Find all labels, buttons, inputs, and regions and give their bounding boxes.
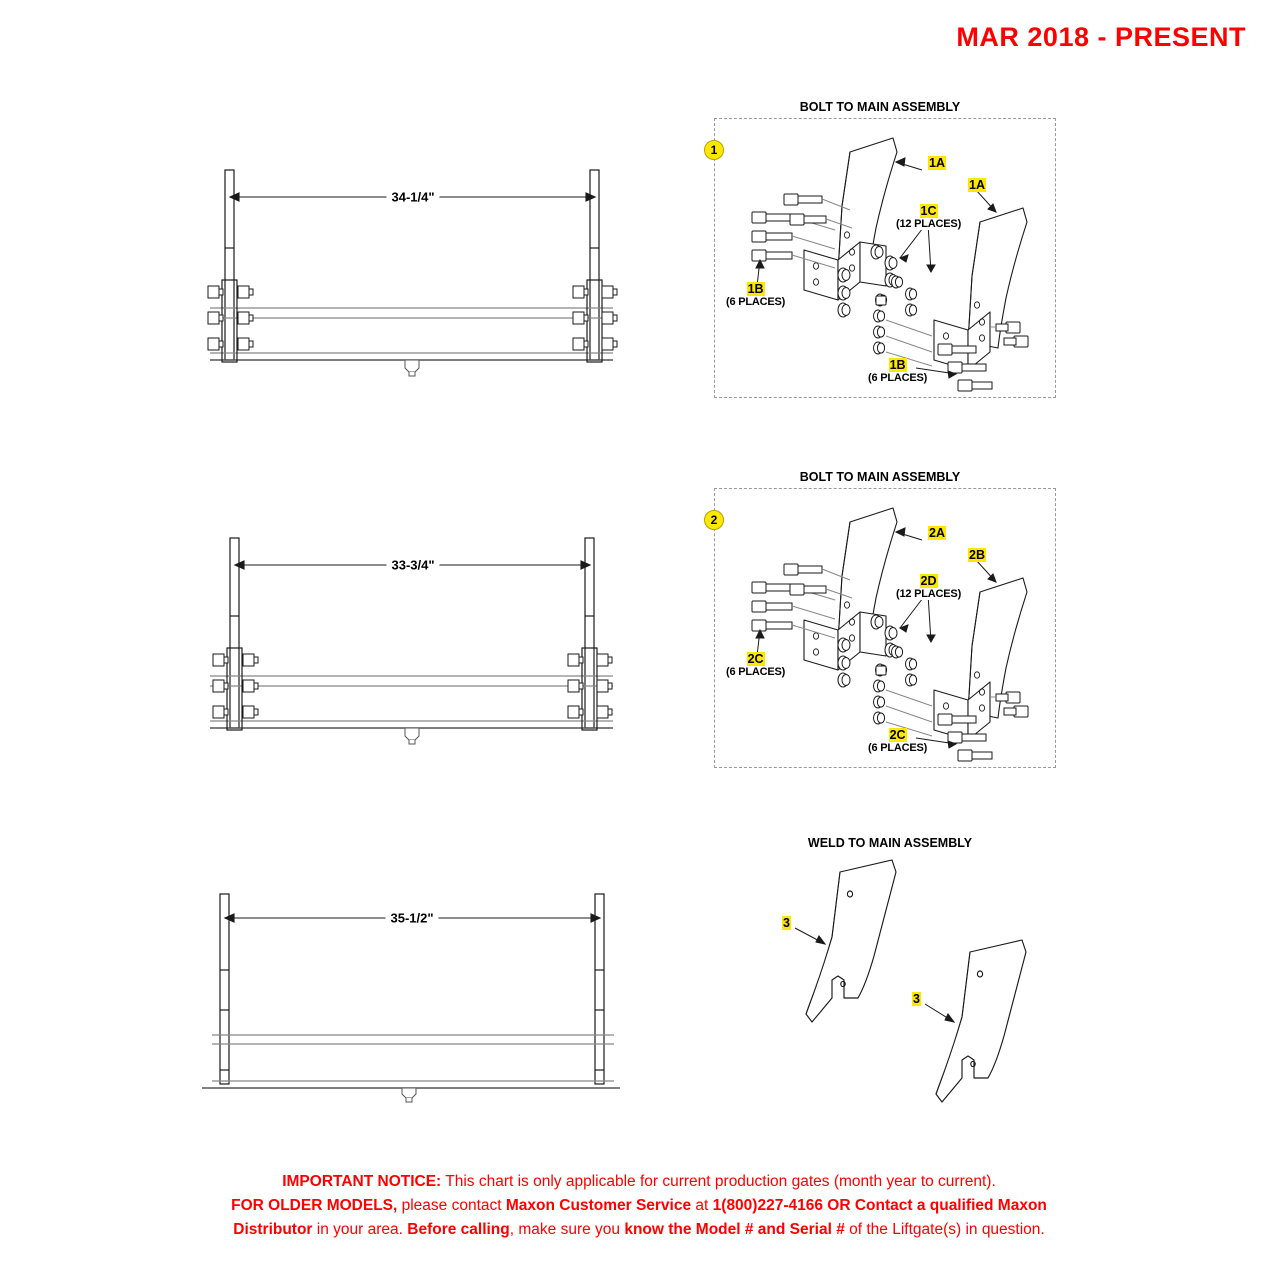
panel-border-1 — [714, 118, 1056, 398]
dimension-label-2: 33-3/4" — [386, 557, 440, 573]
bolt-pair — [212, 705, 259, 719]
notice-line2-bold3: 1(800)227-4166 OR Contact a qualified Ma… — [712, 1197, 1047, 1214]
part-label-2c-right: 2C (6 PLACES) — [868, 728, 928, 754]
callout-badge-2: 2 — [704, 510, 724, 530]
dimension-drawing-1: 34-1/4" — [205, 160, 625, 410]
gate-side-view-welded-3 — [202, 893, 620, 1103]
dimension-drawing-2: 33-3/4" — [205, 528, 625, 778]
notice-line-1: IMPORTANT NOTICE: This chart is only app… — [60, 1170, 1218, 1194]
bolt-group-right-2 — [873, 645, 1029, 762]
panel-title-3: WELD TO MAIN ASSEMBLY — [808, 836, 972, 850]
bolt-pair — [567, 705, 613, 719]
part-label-2d: 2D (12 PLACES) — [896, 574, 962, 600]
notice-line1-rest: This chart is only applicable for curren… — [441, 1173, 996, 1190]
part-label-3-right: 3 — [912, 992, 921, 1006]
panel-title-prefix-3: WELD TO — [807, 836, 869, 850]
notice-line2-mid1: please contact — [397, 1197, 506, 1214]
notice-line3-bold3: know the Model # and Serial # — [624, 1221, 845, 1238]
gate-side-view-bolted-1 — [207, 169, 618, 377]
notice-line3-mid3: of the Liftgate(s) in question. — [844, 1221, 1045, 1238]
panel-title-suffix-2: MAIN ASSEMBLY — [856, 470, 961, 484]
welded-parts-drawing-3 — [794, 859, 1027, 1103]
notice-line3-mid1: in your area. — [312, 1221, 408, 1238]
leader-lines-3 — [794, 927, 956, 1023]
bolt-group-right-1 — [873, 275, 1029, 392]
center-latch-detail — [404, 359, 420, 377]
part-label-1a-right: 1A — [968, 178, 986, 192]
leader-lines-1 — [755, 157, 997, 379]
dimension-drawing-3: 35-1/2" — [190, 880, 630, 1110]
part-label-2c-left: 2C (6 PLACES) — [726, 652, 786, 678]
panel-title-suffix-1: MAIN ASSEMBLY — [856, 100, 961, 114]
dimension-label-3: 35-1/2" — [385, 910, 439, 926]
notice-line2-mid2: at — [691, 1197, 713, 1214]
bolt-pair — [212, 679, 259, 693]
bolt-pair — [567, 653, 613, 667]
panel-title-1: BOLT TO MAIN ASSEMBLY — [800, 100, 960, 114]
part-label-3-left: 3 — [782, 916, 791, 930]
part-label-1c: 1C (12 PLACES) — [896, 204, 962, 230]
center-latch-detail — [401, 1087, 417, 1103]
panel-title-prefix-2: BOLT TO — [799, 470, 857, 484]
center-latch-detail — [404, 727, 420, 745]
part-label-1b-left: 1B (6 PLACES) — [726, 282, 786, 308]
bolt-pair — [207, 337, 254, 351]
notice-line-2: FOR OLDER MODELS, please contact Maxon C… — [60, 1194, 1218, 1218]
date-range-header: MAR 2018 - PRESENT — [956, 22, 1246, 52]
bolt-pair — [572, 311, 618, 325]
part-label-1a-left: 1A — [928, 156, 946, 170]
notice-line3-mid2: , make sure you — [509, 1221, 625, 1238]
panel-title-prefix-1: BOLT TO — [799, 100, 857, 114]
bolt-pair — [207, 311, 254, 325]
notice-line1-bold: IMPORTANT NOTICE: — [282, 1173, 442, 1190]
bolt-group-left-2 — [751, 563, 853, 639]
part-label-2a: 2A — [928, 526, 946, 540]
weld-plate-right — [935, 939, 1027, 1103]
panel-title-suffix-3: MAIN ASSEMBLY — [868, 836, 973, 850]
notice-line-3: Distributor in your area. Before calling… — [60, 1218, 1218, 1242]
weld-plate-left — [805, 859, 897, 1023]
bolt-pair — [572, 285, 618, 299]
notice-line3-bold2: Before calling — [407, 1221, 510, 1238]
bolt-group-left-1 — [751, 193, 853, 269]
notice-line3-bold1: Distributor — [233, 1221, 313, 1238]
callout-badge-1: 1 — [704, 140, 724, 160]
exploded-assembly-drawing-1 — [751, 137, 1029, 392]
part-label-1b-right: 1B (6 PLACES) — [868, 358, 928, 384]
dimension-label-1: 34-1/4" — [386, 189, 440, 205]
important-notice: IMPORTANT NOTICE: This chart is only app… — [0, 1170, 1278, 1242]
panel-border-2 — [714, 488, 1056, 768]
bolt-pair — [572, 337, 618, 351]
panel-title-2: BOLT TO MAIN ASSEMBLY — [800, 470, 960, 484]
bolt-pair — [567, 679, 613, 693]
part-label-2b: 2B — [968, 548, 986, 562]
bolt-pair — [212, 653, 259, 667]
bolt-pair — [207, 285, 254, 299]
exploded-assembly-drawing-2 — [751, 507, 1029, 762]
notice-line2-bold1: FOR OLDER MODELS, — [231, 1197, 398, 1214]
notice-line2-bold2: Maxon Customer Service — [505, 1197, 692, 1214]
